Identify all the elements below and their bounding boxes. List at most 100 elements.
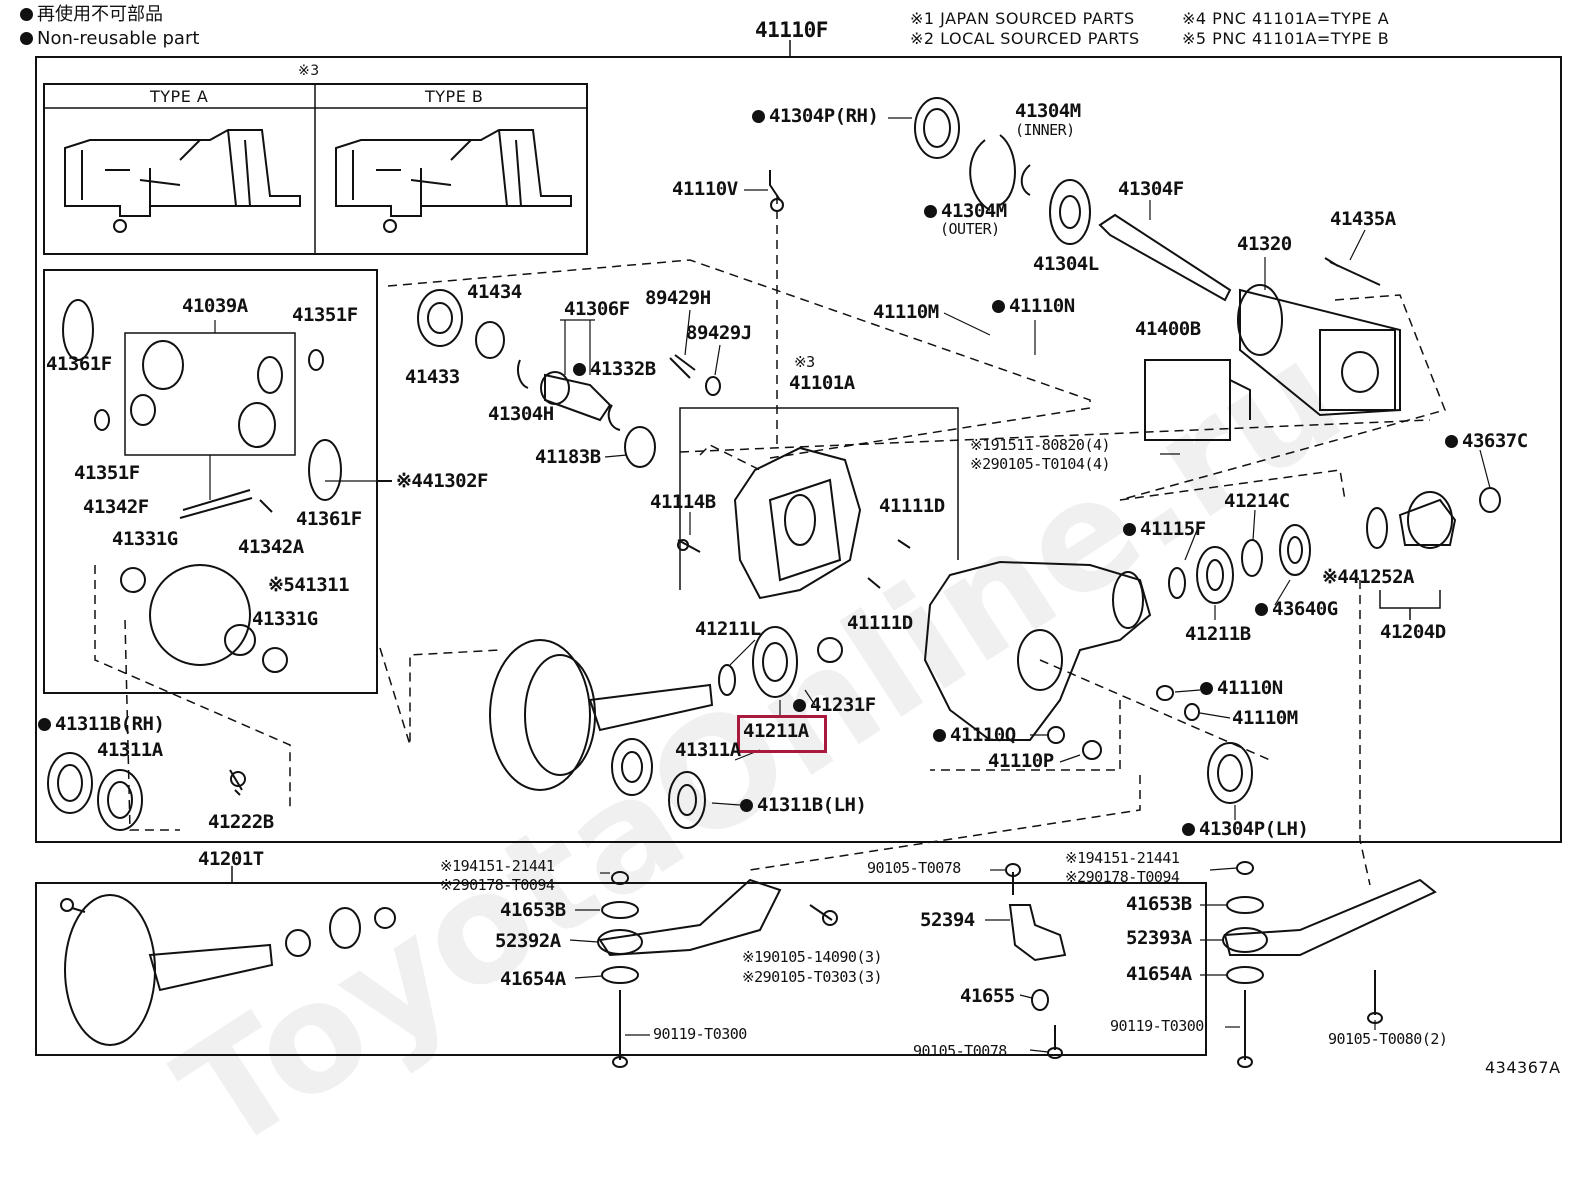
part-41342A[interactable]: 41342A: [238, 536, 304, 558]
part-90105-T0078-b[interactable]: 90105-T0078: [913, 1042, 1007, 1060]
part-label: 41332B: [590, 358, 656, 380]
part-89429H[interactable]: 89429H: [645, 287, 711, 309]
part-41101A[interactable]: 41101A: [789, 372, 855, 394]
part-41110N-top[interactable]: 41110N: [992, 297, 1075, 316]
part-41654A-a[interactable]: 41654A: [500, 968, 566, 990]
part-41351F-b[interactable]: 41351F: [74, 462, 140, 484]
non-reusable-dot-icon: [1255, 603, 1268, 616]
part-41231F[interactable]: 41231F: [793, 696, 876, 715]
part-41110M-low[interactable]: 41110M: [1232, 707, 1298, 729]
part-194151-21441-a[interactable]: ※194151-21441: [440, 857, 555, 875]
part-90105-T0078-a[interactable]: 90105-T0078: [867, 859, 961, 877]
part-41400B[interactable]: 41400B: [1135, 318, 1201, 340]
part-41304M-outer[interactable]: 41304M: [924, 202, 1007, 221]
part-90105-T0080[interactable]: 90105-T0080(2): [1328, 1030, 1448, 1048]
note-2: ※2 LOCAL SOURCED PARTS: [910, 29, 1140, 48]
part-441252A[interactable]: ※441252A: [1322, 566, 1415, 588]
part-41331G-a[interactable]: 41331G: [112, 528, 178, 550]
note-1: ※1 JAPAN SOURCED PARTS: [910, 9, 1135, 28]
part-41110V[interactable]: 41110V: [672, 178, 738, 200]
part-41304L[interactable]: 41304L: [1033, 253, 1099, 275]
part-541311[interactable]: ※541311: [268, 574, 350, 596]
part-41214C[interactable]: 41214C: [1224, 490, 1290, 512]
part-52393A[interactable]: 52393A: [1126, 927, 1192, 949]
part-41204D[interactable]: 41204D: [1380, 621, 1446, 643]
part-41435A[interactable]: 41435A: [1330, 208, 1396, 230]
part-290105-T0303[interactable]: ※290105-T0303(3): [742, 968, 883, 986]
part-41653B-b[interactable]: 41653B: [1126, 893, 1192, 915]
part-194151-21441-b[interactable]: ※194151-21441: [1065, 849, 1180, 867]
part-label: 43637C: [1462, 430, 1528, 452]
note-4: ※5 PNC 41101A=TYPE B: [1182, 29, 1390, 48]
part-41115F[interactable]: 41115F: [1123, 520, 1206, 539]
part-41110P[interactable]: 41110P: [988, 750, 1054, 772]
non-reusable-dot-icon: [992, 300, 1005, 313]
part-52392A[interactable]: 52392A: [495, 930, 561, 952]
part-label: 41231F: [810, 694, 876, 716]
part-43640G[interactable]: 43640G: [1255, 600, 1338, 619]
part-41110Q[interactable]: 41110Q: [933, 726, 1016, 745]
non-reusable-dot-icon: [1200, 682, 1213, 695]
part-43637C[interactable]: 43637C: [1445, 432, 1528, 451]
part-41654A-b[interactable]: 41654A: [1126, 963, 1192, 985]
part-41222B[interactable]: 41222B: [208, 811, 274, 833]
diagram-id: 434367A: [1485, 1058, 1561, 1077]
part-label: 41304P(LH): [1199, 818, 1309, 840]
part-41111D-b[interactable]: 41111D: [847, 612, 913, 634]
part-41304P-RH[interactable]: 41304P(RH): [752, 105, 879, 127]
part-41311A-left[interactable]: 41311A: [97, 739, 163, 761]
non-reusable-dot-icon: [1123, 523, 1136, 536]
non-reusable-dot-icon: [933, 729, 946, 742]
part-41304H[interactable]: 41304H: [488, 403, 554, 425]
part-41110N-low[interactable]: 41110N: [1200, 679, 1283, 698]
part-41211L[interactable]: 41211L: [695, 618, 761, 640]
part-41183B[interactable]: 41183B: [535, 446, 601, 468]
part-41311B-RH[interactable]: 41311B(RH): [38, 715, 165, 734]
part-41311A[interactable]: 41311A: [675, 739, 741, 761]
part-41320[interactable]: 41320: [1237, 233, 1292, 255]
note-3: ※4 PNC 41101A=TYPE A: [1182, 9, 1390, 28]
part-41655[interactable]: 41655: [960, 985, 1015, 1007]
part-41653B-a[interactable]: 41653B: [500, 899, 566, 921]
part-41351F-a[interactable]: 41351F: [292, 304, 358, 326]
part-41039A[interactable]: 41039A: [182, 295, 248, 317]
non-reusable-dot-icon: [1445, 435, 1458, 448]
part-label: 41110N: [1217, 677, 1283, 699]
part-label: 43640G: [1272, 598, 1338, 620]
part-90119-T0300-a[interactable]: 90119-T0300: [653, 1025, 747, 1043]
part-41361F-b[interactable]: 41361F: [296, 508, 362, 530]
part-441302F[interactable]: ※441302F: [396, 470, 489, 492]
part-90119-T0300-b[interactable]: 90119-T0300: [1110, 1017, 1204, 1035]
part-41201T[interactable]: 41201T: [198, 848, 264, 870]
type-box-ref: ※3: [298, 63, 320, 79]
part-41304P-LH[interactable]: 41304P(LH): [1182, 818, 1309, 840]
part-41434[interactable]: 41434: [467, 281, 522, 303]
part-41114B[interactable]: 41114B: [650, 491, 716, 513]
part-label: 41304M: [941, 200, 1007, 222]
part-290178-T0094-a[interactable]: ※290178-T0094: [440, 876, 555, 894]
part-41311B-LH[interactable]: 41311B(LH): [740, 794, 867, 816]
legend-en-text: Non-reusable part: [37, 28, 200, 49]
part-41332B[interactable]: 41332B: [573, 360, 656, 379]
part-41111D-a[interactable]: 41111D: [879, 495, 945, 517]
non-reusable-dot-icon: [20, 8, 33, 21]
part-191511-80820[interactable]: ※191511-80820(4): [970, 436, 1111, 454]
part-52394[interactable]: 52394: [920, 909, 975, 931]
part-41304M-inner[interactable]: 41304M: [1015, 100, 1081, 122]
part-89429J[interactable]: 89429J: [686, 322, 752, 344]
non-reusable-dot-icon: [20, 32, 33, 45]
part-290178-T0094-b[interactable]: ※290178-T0094: [1065, 868, 1180, 886]
part-290105-T0104[interactable]: ※290105-T0104(4): [970, 455, 1111, 473]
part-41342F[interactable]: 41342F: [83, 496, 149, 518]
part-41110M-top[interactable]: 41110M: [873, 301, 939, 323]
part-41361F-a[interactable]: 41361F: [46, 353, 112, 375]
part-41433[interactable]: 41433: [405, 366, 460, 388]
part-41304F[interactable]: 41304F: [1118, 178, 1184, 200]
part-190105-14090[interactable]: ※190105-14090(3): [742, 948, 883, 966]
part-41211B[interactable]: 41211B: [1185, 623, 1251, 645]
part-41331G-b[interactable]: 41331G: [252, 608, 318, 630]
part-41306F[interactable]: 41306F: [564, 298, 630, 320]
part-label: 41311B(LH): [757, 794, 867, 816]
part-label: 41304P(RH): [769, 105, 879, 127]
part-41211A[interactable]: 41211A: [743, 720, 809, 742]
